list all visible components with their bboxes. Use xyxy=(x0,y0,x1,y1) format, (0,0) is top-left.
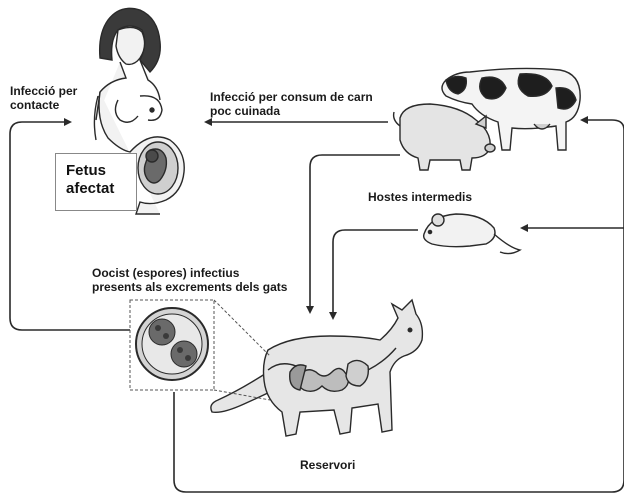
intermediate-hosts-label: Hostes intermedis xyxy=(368,190,472,204)
arrow-mouse-to-cat xyxy=(333,230,418,318)
arrow-reservoir-to-cow xyxy=(174,120,624,492)
pig-illustration xyxy=(394,104,495,170)
reservoir-label: Reservori xyxy=(300,458,355,472)
fetus-label: Fetus afectat xyxy=(66,162,114,198)
cat-illustration xyxy=(211,300,423,436)
arrow-pig-to-cat xyxy=(310,155,400,312)
mouse-illustration xyxy=(424,214,520,254)
oocyst-label: Oocist (espores) infectius presents als … xyxy=(92,266,287,294)
contact-infection-label: Infecció per contacte xyxy=(10,84,77,112)
meat-infection-label: Infecció per consum de carn poc cuinada xyxy=(210,90,373,118)
fetus-label-box: Fetus afectat xyxy=(55,153,137,211)
